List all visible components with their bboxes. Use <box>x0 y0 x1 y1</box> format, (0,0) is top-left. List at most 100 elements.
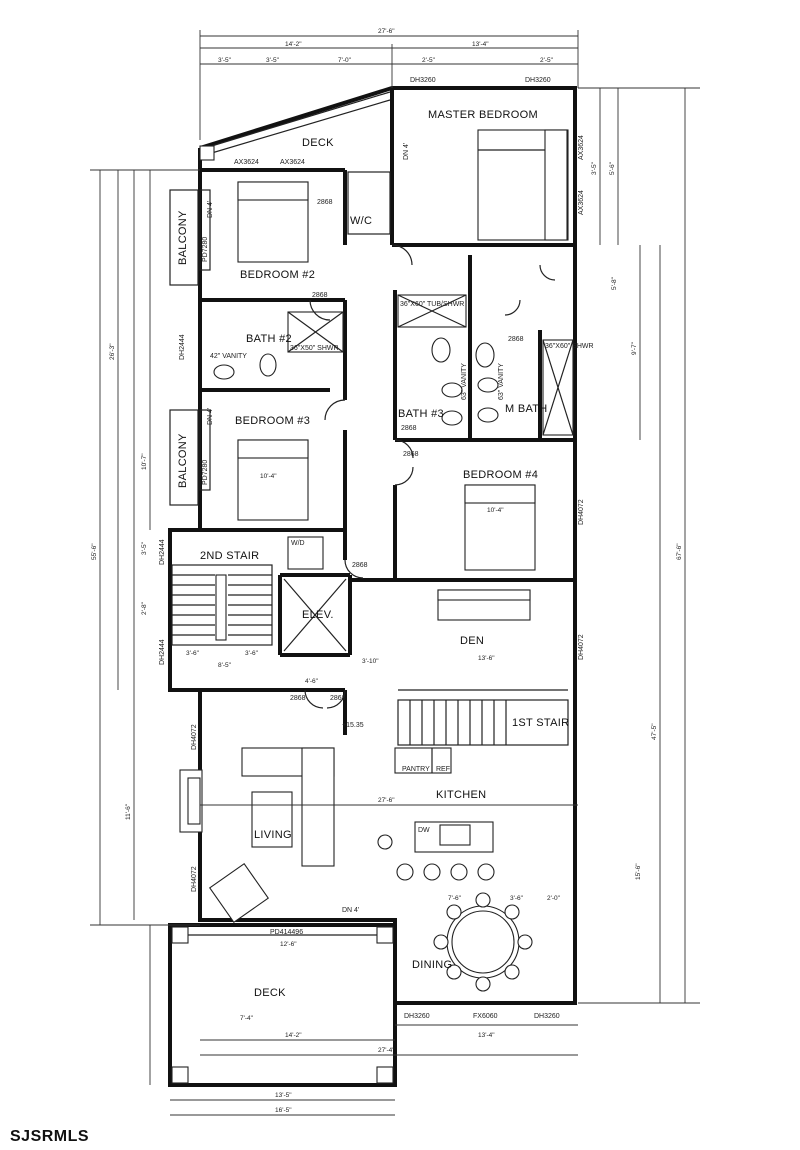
label-pantry: PANTRY <box>402 766 430 773</box>
dim-r2: 3'-5" <box>591 161 598 175</box>
room-labels: DECK MASTER BEDROOM W/C BEDROOM #2 BATH … <box>177 109 569 999</box>
dim-l5: 2'-8" <box>141 601 148 615</box>
label-2868-e: 2868 <box>352 562 368 569</box>
label-2868-g: 2868 <box>330 695 346 702</box>
dim-stair-a: 3'-6" <box>186 650 200 657</box>
dim-top-right: 13'-4" <box>472 41 489 48</box>
room-balcony-top: BALCONY <box>177 210 189 265</box>
dim-r4: 5'-8" <box>611 276 618 290</box>
dim-stair-b: 3'-6" <box>245 650 259 657</box>
room-bath-3: BATH #3 <box>398 408 444 420</box>
label-dh4072-c: DH4072 <box>191 724 198 750</box>
dim-r3: 9'-7" <box>631 341 638 355</box>
label-pd414496: PD414496 <box>270 929 303 936</box>
label-dh4072-b: DH4072 <box>578 634 585 660</box>
label-dn4-c: DN 4' <box>207 408 214 425</box>
room-bath-2: BATH #2 <box>246 333 292 345</box>
room-balcony-bottom: BALCONY <box>177 433 189 488</box>
room-deck-top: DECK <box>302 137 334 149</box>
label-dh3260-a: DH3260 <box>410 77 436 84</box>
dim-den-height: 3'-10" <box>362 658 379 665</box>
annotation-labels: DH3260 DH3260 AX3624 AX3624 AX3624 AX362… <box>159 77 594 1020</box>
dim-left-total: 55'-6" <box>91 543 98 560</box>
dim-r1: 5'-6" <box>609 161 616 175</box>
dim-btm-b: 16'-5" <box>275 1107 292 1114</box>
label-2868-d: 2868 <box>403 451 419 458</box>
room-kitchen: KITCHEN <box>436 789 486 801</box>
dim-den-width: 13'-6" <box>478 655 495 662</box>
dim-kit-a: 7'-6" <box>448 895 462 902</box>
dim-kitchen-width: 27'-6" <box>378 797 395 804</box>
label-elevation-mark: +15.35 <box>342 722 364 729</box>
dim-t4: 2'-5" <box>422 57 436 64</box>
dim-t2: 3'-5" <box>266 57 280 64</box>
label-dh2444-c: DH2444 <box>159 639 166 665</box>
room-m-bath: M BATH <box>505 403 548 415</box>
label-shwr2: 36"X50" SHWR <box>290 345 339 352</box>
room-2nd-stair: 2ND STAIR <box>200 550 259 562</box>
dim-btm-a: 13'-5" <box>275 1092 292 1099</box>
bottom-deck-outline <box>168 923 397 1087</box>
label-2868-h: 2868 <box>508 336 524 343</box>
room-dining: DINING <box>412 959 452 971</box>
dim-top-total: 27'-6" <box>378 28 395 35</box>
furniture <box>171 129 574 992</box>
label-dn4-a: DN 4' <box>207 201 214 218</box>
label-dh3260-c: DH3260 <box>404 1013 430 1020</box>
dim-right-total: 67'-6" <box>676 543 683 560</box>
label-tub: 36"X60" TUB/SHWR <box>400 301 464 308</box>
dim-t3: 7'-0" <box>338 57 352 64</box>
label-vanity42: 42" VANITY <box>210 353 247 360</box>
dimension-lines <box>90 30 700 1116</box>
label-dh4072-a: DH4072 <box>578 499 585 525</box>
balconies <box>169 189 211 506</box>
label-dh2444-b: DH2444 <box>159 539 166 565</box>
room-bedroom-2: BEDROOM #2 <box>240 269 315 281</box>
dim-br2-width: 10'-4" <box>260 473 277 480</box>
dim-kit-b: 3'-6" <box>510 895 524 902</box>
dim-deck-depth: 7'-4" <box>240 1015 254 1022</box>
label-dw: DW <box>418 827 430 834</box>
label-2868-b: 2868 <box>312 292 328 299</box>
dim-l4: 3'-5" <box>141 541 148 555</box>
label-pd-a: PD7280 <box>202 237 209 262</box>
dimension-labels: 27'-6" 14'-2" 13'-4" 3'-5" 3'-5" 7'-0" 2… <box>91 28 683 1114</box>
label-ref: REF <box>436 766 450 773</box>
room-deck-bottom: DECK <box>254 987 286 999</box>
dim-deck-width: 12'-6" <box>280 941 297 948</box>
label-ax3624-d: AX3624 <box>578 190 585 215</box>
dim-bottom-right: 13'-4" <box>478 1032 495 1039</box>
dim-l3: 10'-7" <box>141 453 148 470</box>
dim-br4-width: 10'-4" <box>487 507 504 514</box>
dim-t5: 2'-5" <box>540 57 554 64</box>
room-bedroom-3: BEDROOM #3 <box>235 415 310 427</box>
label-2868-c: 2868 <box>401 425 417 432</box>
label-vanity63a: 63" VANITY <box>461 363 468 400</box>
dim-r5: 15'-6" <box>635 863 642 880</box>
room-1st-stair: 1ST STAIR <box>512 717 569 729</box>
room-living: LIVING <box>254 829 292 841</box>
room-master-bedroom: MASTER BEDROOM <box>428 109 538 121</box>
door-swings <box>304 244 556 709</box>
label-dn4-b: DN 4' <box>403 143 410 160</box>
dim-bottom-left: 14'-2" <box>285 1032 302 1039</box>
label-dh3260-b: DH3260 <box>525 77 551 84</box>
label-vanity63b: 63" VANITY <box>498 363 505 400</box>
label-shwr-m: 36"X60" SHWR <box>545 343 594 350</box>
dim-right-mid: 47'-5" <box>651 723 658 740</box>
top-deck-outline <box>199 91 391 161</box>
label-ax3624-b: AX3624 <box>280 159 305 166</box>
dim-kit-c: 2'-0" <box>547 895 561 902</box>
dim-t1: 3'-5" <box>218 57 232 64</box>
label-fx6060: FX6060 <box>473 1013 498 1020</box>
mls-watermark: SJSRMLS <box>10 1128 90 1145</box>
dim-l1: 26'-3" <box>109 343 116 360</box>
label-ax3624-c: AX3624 <box>578 135 585 160</box>
interior-walls <box>200 168 575 735</box>
label-dn4-d: DN 4' <box>342 907 359 914</box>
label-ax3624-a: AX3624 <box>234 159 259 166</box>
room-den: DEN <box>460 635 484 647</box>
label-pd-b: PD7280 <box>202 460 209 485</box>
dim-elev-width: 4'-6" <box>305 678 319 685</box>
